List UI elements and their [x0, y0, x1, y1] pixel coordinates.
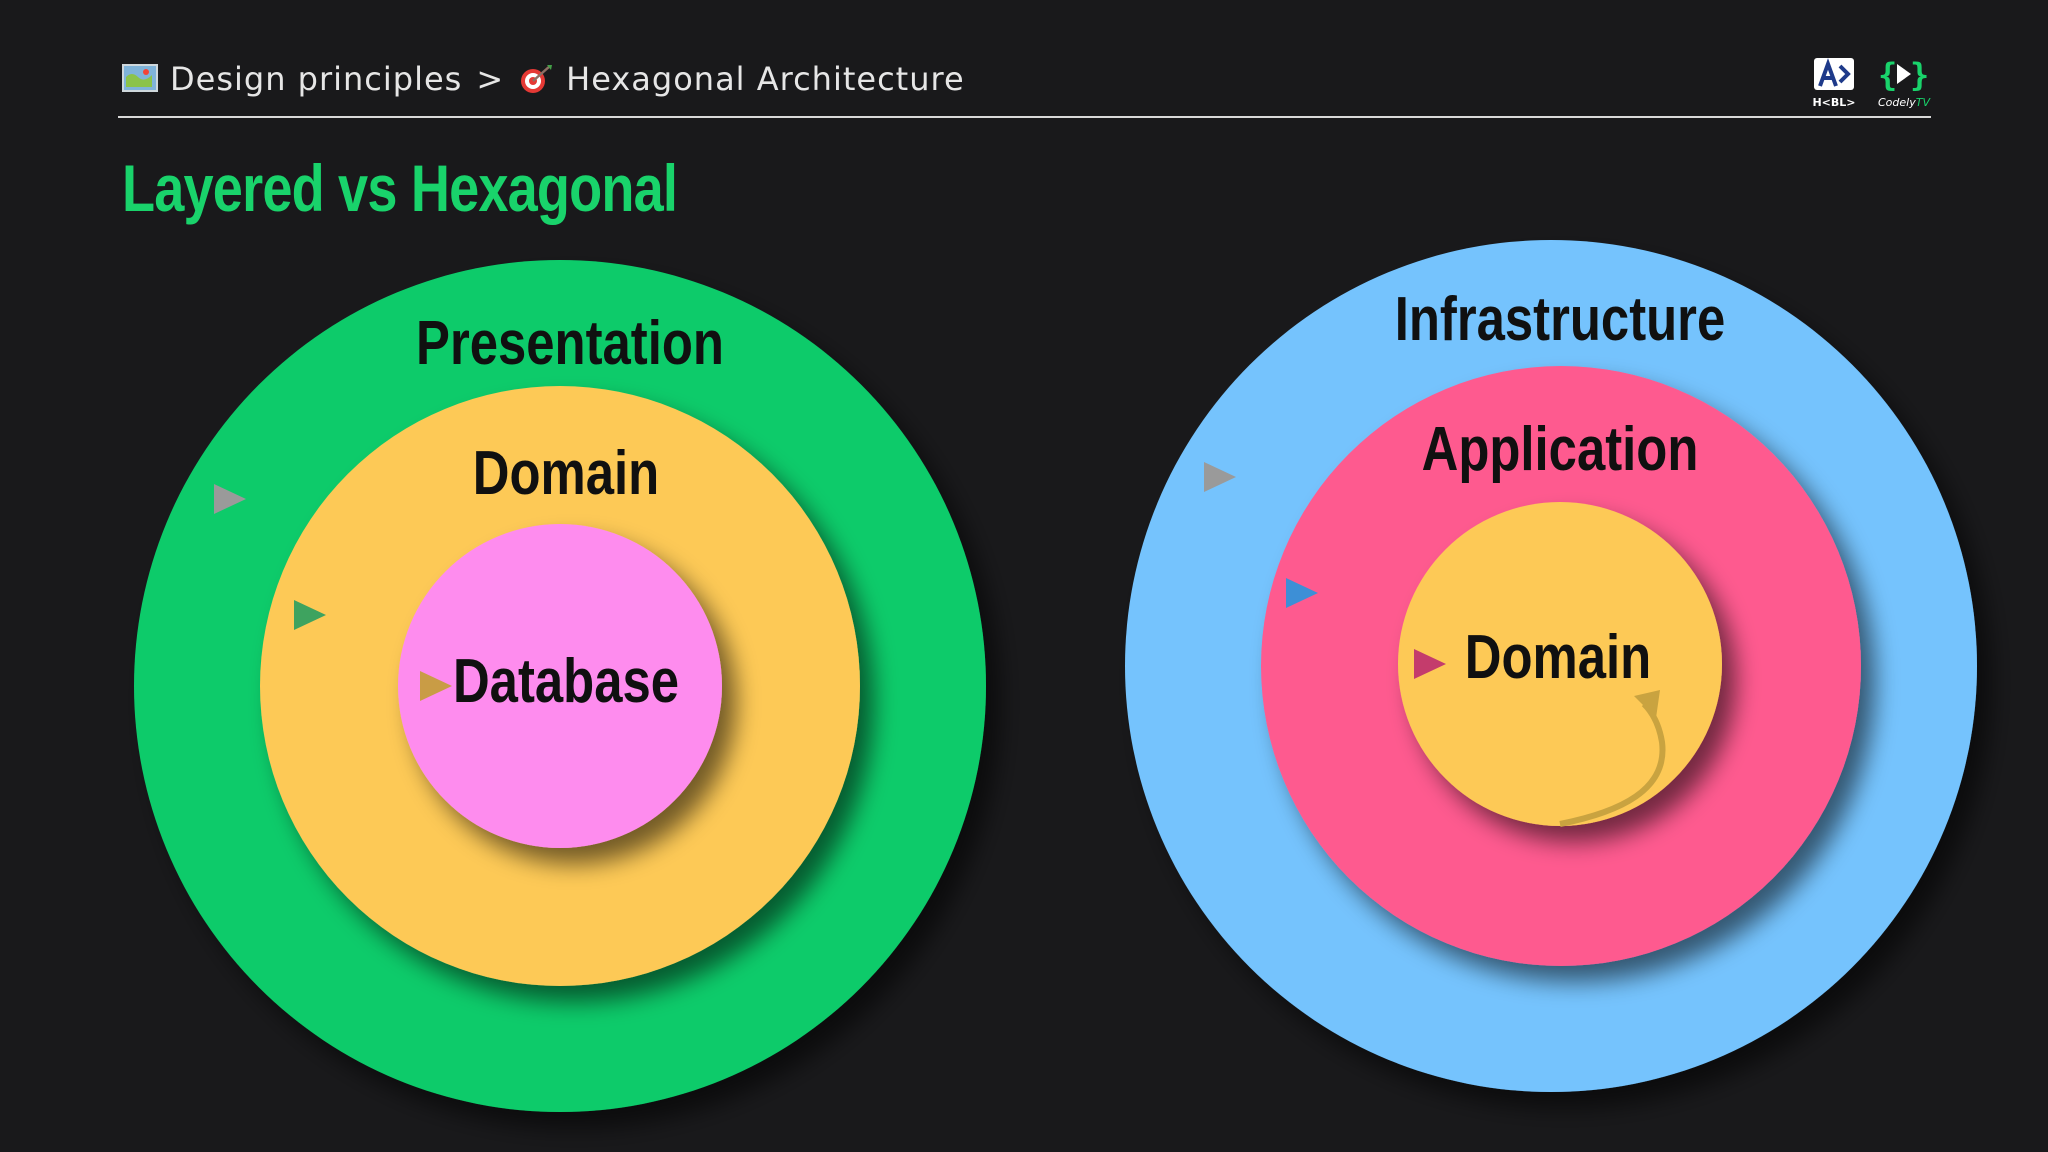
codely-logo-main: Codely — [1878, 96, 1916, 109]
habla-logo — [1814, 58, 1854, 90]
database-layer-core — [398, 524, 722, 848]
arrow-into-application — [1218, 578, 1318, 608]
arrow-into-infrastructure — [1130, 462, 1236, 492]
breadcrumb-page[interactable]: Hexagonal Architecture — [566, 60, 965, 98]
codely-logo-tv: TV — [1915, 96, 1930, 109]
application-label: Application — [1422, 415, 1699, 484]
domain-self-reference-arrow — [1559, 690, 1666, 827]
target-icon — [521, 65, 553, 93]
habla-logo-text: H<BL> — [1812, 96, 1856, 109]
layered-domain-label: Domain — [473, 439, 659, 508]
hexagonal-diagram: Infrastructure Application Domain — [1125, 240, 1977, 1092]
infrastructure-label: Infrastructure — [1395, 285, 1725, 354]
hexagonal-domain-label: Domain — [1465, 623, 1651, 692]
domain-layer-core — [1398, 502, 1722, 826]
codely-logo: { } — [1878, 56, 1929, 94]
svg-text:}: } — [1910, 56, 1929, 94]
arrow-into-domain-core — [1340, 649, 1446, 679]
arrow-into-presentation — [140, 484, 246, 514]
database-label: Database — [453, 647, 679, 716]
map-icon — [122, 64, 158, 92]
header-divider — [118, 116, 1931, 118]
page-title: Layered vs Hexagonal — [122, 151, 678, 225]
arrow-into-database — [346, 671, 452, 701]
breadcrumb-separator: > — [476, 60, 505, 98]
presentation-label: Presentation — [416, 309, 724, 378]
layered-diagram: Presentation Domain Database — [134, 260, 986, 1112]
svg-text:{: { — [1878, 56, 1897, 94]
breadcrumb-section[interactable]: Design principles — [170, 60, 463, 98]
breadcrumb: Design principles > Hexagonal Architectu… — [122, 54, 965, 104]
arrow-into-domain — [216, 600, 326, 630]
codely-logo-text: CodelyTV — [1870, 96, 1938, 109]
